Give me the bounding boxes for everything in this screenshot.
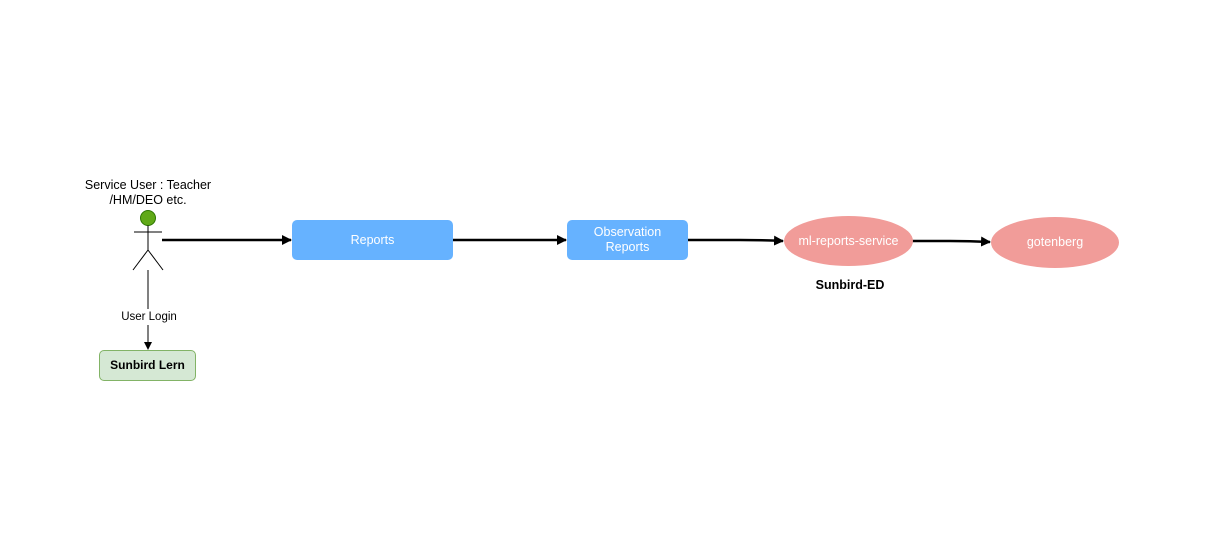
actor-label: Service User : Teacher /HM/DEO etc.	[84, 178, 212, 207]
edge-ml-reports-to-gotenberg	[912, 236, 991, 247]
sunbird-ed-label: Sunbird-ED	[815, 278, 885, 292]
edge-label-bg	[118, 309, 180, 325]
edge-observation-to-ml-reports	[688, 235, 784, 246]
gotenberg-node[interactable]: gotenberg	[991, 217, 1119, 268]
actor-right-leg	[147, 249, 164, 271]
actor-figure	[132, 210, 164, 271]
observation-reports-node[interactable]: Observation Reports	[567, 220, 688, 260]
sunbird-lern-node[interactable]: Sunbird Lern	[99, 350, 196, 381]
reports-node[interactable]: Reports	[292, 220, 453, 260]
actor-left-leg	[132, 249, 149, 271]
ml-reports-service-node[interactable]: ml-reports-service	[784, 216, 913, 266]
user-login-label: User Login	[121, 311, 177, 323]
actor-head	[140, 210, 156, 226]
